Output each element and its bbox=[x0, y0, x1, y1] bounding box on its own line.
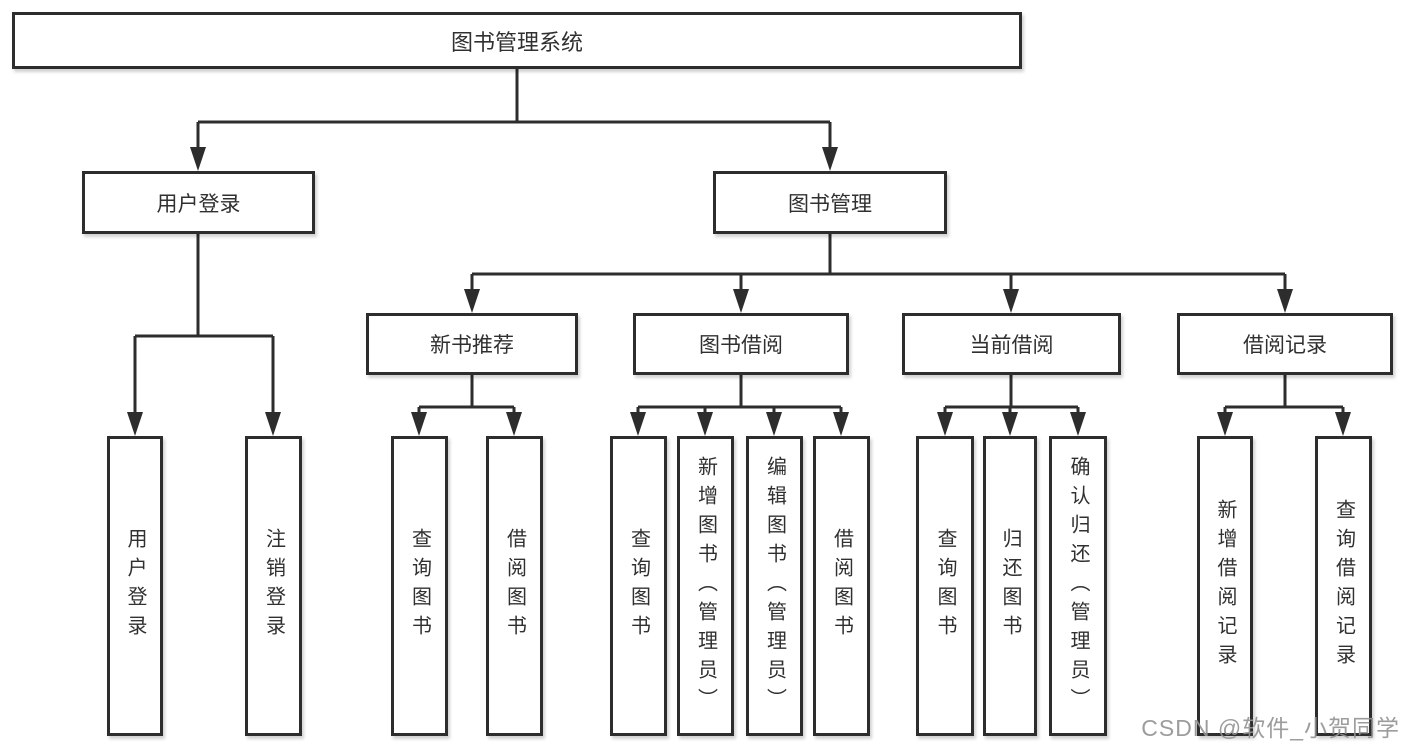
connector-borrow-record bbox=[1223, 375, 1345, 416]
leaf-query-books-recommend: 查询图书 bbox=[391, 436, 448, 736]
arrow-down-icon bbox=[1335, 412, 1351, 436]
arrow-down-icon bbox=[1217, 412, 1233, 436]
node-label: 用户登录 bbox=[156, 192, 241, 216]
leaf-query-borrow-record: 查询借阅记录 bbox=[1315, 436, 1372, 736]
node-book-borrow: 图书借阅 bbox=[633, 313, 849, 375]
node-label: 图书借阅 bbox=[699, 334, 783, 357]
node-label: 归还图书 bbox=[999, 528, 1021, 644]
node-label: 借阅图书 bbox=[503, 528, 526, 644]
connector-user-login bbox=[133, 234, 275, 416]
node-label: 图书管理 bbox=[788, 192, 872, 216]
leaf-logout: 注销登录 bbox=[245, 436, 302, 736]
watermark: CSDN @软件_小贺同学 bbox=[1141, 715, 1400, 741]
connector-current-borrow bbox=[943, 375, 1080, 416]
node-label: 查询图书 bbox=[934, 528, 956, 644]
node-label: 当前借阅 bbox=[969, 334, 1054, 357]
arrow-down-icon bbox=[766, 412, 782, 436]
node-label: 新增借阅记录 bbox=[1214, 499, 1236, 673]
node-label: 借阅图书 bbox=[830, 528, 853, 644]
node-label: 图书管理系统 bbox=[450, 29, 583, 55]
arrow-down-icon bbox=[1277, 289, 1293, 313]
node-borrow-records: 借阅记录 bbox=[1177, 313, 1393, 375]
arrow-down-icon bbox=[127, 412, 143, 436]
leaf-borrow-books-recommend: 借阅图书 bbox=[486, 436, 543, 736]
leaf-query-books-current: 查询图书 bbox=[916, 436, 974, 736]
node-label: 编辑图书（管理员） bbox=[763, 455, 786, 717]
arrow-down-icon bbox=[697, 412, 713, 436]
leaf-return-books: 归还图书 bbox=[983, 436, 1037, 736]
connector-book-mgmt bbox=[470, 234, 1287, 293]
node-label: 用户登录 bbox=[124, 528, 146, 644]
node-label: 注销登录 bbox=[262, 528, 285, 644]
connector-new-book bbox=[417, 375, 516, 416]
node-label: 新书推荐 bbox=[430, 334, 514, 357]
leaf-user-login: 用户登录 bbox=[107, 436, 163, 736]
arrow-down-icon bbox=[833, 412, 849, 436]
arrow-down-icon bbox=[265, 412, 281, 436]
node-library-system: 图书管理系统 bbox=[12, 12, 1022, 69]
leaf-borrow-books: 借阅图书 bbox=[813, 436, 870, 736]
arrow-down-icon bbox=[411, 412, 427, 436]
node-label: 新增图书（管理员） bbox=[694, 455, 717, 717]
leaf-query-books-borrow: 查询图书 bbox=[610, 436, 667, 736]
node-label: 借阅记录 bbox=[1243, 334, 1327, 357]
arrow-down-icon bbox=[1002, 412, 1018, 436]
arrow-down-icon bbox=[733, 289, 749, 313]
arrow-down-icon bbox=[630, 412, 646, 436]
node-label: 查询借阅记录 bbox=[1332, 499, 1355, 673]
leaf-add-books-admin: 新增图书（管理员） bbox=[677, 436, 734, 736]
arrow-down-icon bbox=[937, 412, 953, 436]
arrow-down-icon bbox=[822, 147, 838, 171]
connector-root bbox=[196, 69, 832, 151]
node-current-borrow: 当前借阅 bbox=[902, 313, 1121, 375]
leaf-add-borrow-record: 新增借阅记录 bbox=[1197, 436, 1253, 736]
node-label: 查询图书 bbox=[408, 528, 431, 644]
node-label: 确认归还（管理员） bbox=[1067, 455, 1089, 717]
arrow-down-icon bbox=[1003, 289, 1019, 313]
connector-book-borrow bbox=[636, 375, 843, 416]
leaf-edit-books-admin: 编辑图书（管理员） bbox=[746, 436, 803, 736]
node-book-management: 图书管理 bbox=[713, 171, 947, 234]
node-new-book-recommend: 新书推荐 bbox=[366, 313, 578, 375]
arrow-down-icon bbox=[464, 289, 480, 313]
leaf-confirm-return-admin: 确认归还（管理员） bbox=[1049, 436, 1107, 736]
arrow-down-icon bbox=[190, 147, 206, 171]
arrow-down-icon bbox=[506, 412, 522, 436]
arrow-down-icon bbox=[1070, 412, 1086, 436]
node-label: 查询图书 bbox=[627, 528, 650, 644]
node-user-login: 用户登录 bbox=[82, 171, 315, 234]
